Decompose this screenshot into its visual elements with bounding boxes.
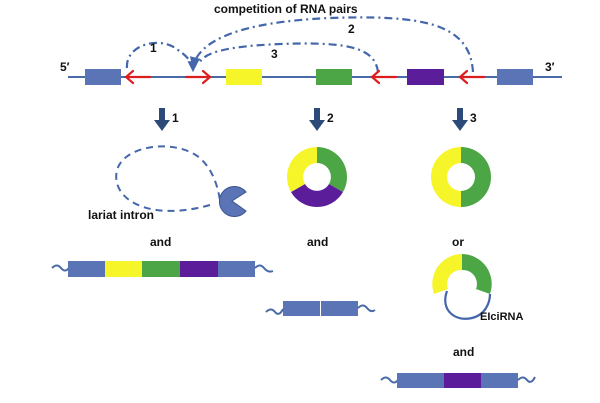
three-prime-label: 3′ — [545, 60, 555, 74]
five-prime-label: 5′ — [60, 60, 70, 74]
red-arrow-4 — [458, 69, 486, 85]
col3-exon-blue-1 — [397, 373, 444, 388]
linear-exon-blue-b — [321, 301, 358, 316]
red-arrow-3 — [370, 69, 398, 85]
pair-2-arc — [189, 16, 475, 73]
mrna-exon-purple — [180, 261, 218, 277]
eicirna-label: EIciRNA — [480, 311, 523, 323]
pacman-enzyme — [218, 186, 247, 217]
col3-or: or — [452, 235, 464, 249]
linear-tail-left — [265, 308, 284, 315]
down-arrow-3 — [452, 108, 468, 131]
col3-tail-left — [380, 376, 399, 384]
pair-label-3: 3 — [271, 47, 278, 61]
col3-and: and — [453, 345, 474, 359]
down-arrow-2 — [309, 108, 325, 131]
step-label-3: 3 — [470, 111, 477, 125]
col3-tail-right — [517, 376, 536, 383]
linear-mrna-tail-right — [254, 264, 274, 273]
eicirna-ring — [432, 254, 492, 294]
linear-mrna-tail-left — [51, 264, 70, 272]
mrna-exon-green — [142, 261, 180, 277]
col3-exon-blue-2 — [481, 373, 518, 388]
lariat-loop — [115, 145, 221, 212]
exon-purple — [407, 69, 444, 85]
circrna-ring-two-exon — [431, 147, 491, 207]
mrna-exon-yellow — [105, 261, 142, 277]
lariat-intron-label: lariat intron — [88, 208, 154, 222]
col2-and: and — [307, 235, 328, 249]
col1-and: and — [150, 235, 171, 249]
red-arrow-1 — [124, 69, 152, 85]
circrna-ring-three-exon — [286, 147, 348, 208]
exon-blue-left — [85, 69, 121, 85]
linear-tail-right — [357, 304, 376, 313]
mrna-exon-blue-1 — [68, 261, 105, 277]
pair-label-2: 2 — [348, 22, 355, 36]
linear-exon-blue-a — [283, 301, 320, 316]
eicirna-intron-loop — [444, 290, 492, 320]
red-arrow-2 — [184, 69, 212, 85]
exon-green — [316, 69, 352, 85]
exon-blue-right — [497, 69, 533, 85]
diagram-title: competition of RNA pairs — [214, 2, 358, 16]
pair-label-1: 1 — [150, 41, 157, 55]
mrna-exon-blue-2 — [218, 261, 255, 277]
pair-3-arc — [199, 42, 380, 73]
pair-1-arc — [125, 41, 199, 73]
down-arrow-1 — [154, 108, 170, 131]
exon-yellow — [226, 69, 262, 85]
col3-exon-purple — [444, 373, 481, 388]
step-label-1: 1 — [172, 111, 179, 125]
step-label-2: 2 — [327, 111, 334, 125]
